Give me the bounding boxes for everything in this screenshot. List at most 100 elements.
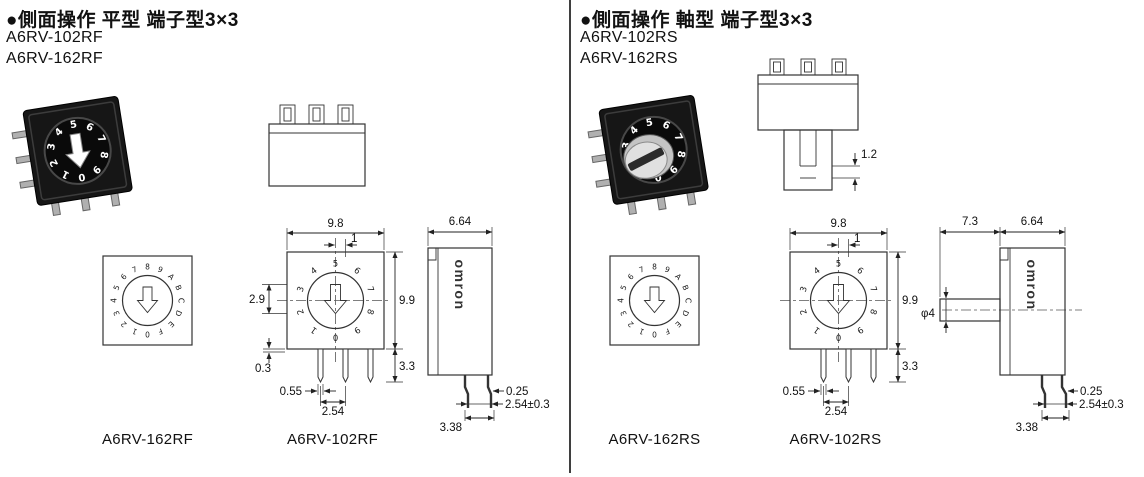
dial-char: E	[673, 319, 683, 329]
shaft	[783, 129, 833, 191]
dial-char: 6	[119, 272, 129, 282]
side-pin	[591, 153, 608, 164]
dial-char: 7	[131, 264, 139, 274]
dim-body-height: 9.9	[399, 295, 415, 307]
dial-char: 4	[617, 298, 626, 303]
dial-char: 7	[94, 134, 107, 145]
dim-side-width: 6.64	[449, 216, 472, 228]
flat-model-162: A6RV-162RF	[6, 50, 103, 67]
omron-logo: omron	[452, 259, 468, 310]
dial-char: D	[680, 309, 691, 318]
dim-pin-pitch: 2.54	[322, 406, 345, 418]
dial-char: 1	[131, 326, 139, 336]
dial-char: 3	[621, 141, 633, 150]
rotor-arrow-icon	[65, 132, 91, 169]
shaft-section-title: ●側面操作 軸型 端子型3×3	[580, 10, 813, 31]
shaft-side-view: omron 7.3 6.64 φ4 0.25 2.54±0.3 3.38	[921, 216, 1124, 434]
dial-char: 4	[110, 298, 119, 303]
terminal-pin	[342, 348, 349, 384]
dim-pin-offset: 1	[854, 233, 860, 245]
dial-char: 6	[84, 121, 95, 134]
dim-pin-width: 0.55	[280, 386, 302, 398]
section-divider	[569, 0, 571, 473]
dial-char: 8	[145, 263, 150, 272]
dial-char: 2	[799, 307, 810, 315]
dial-char: 0	[836, 332, 841, 342]
flat-top-view	[268, 104, 366, 187]
dim-pin-thickness: 0.25	[506, 386, 528, 398]
dial-char: 7	[867, 285, 878, 293]
dial-char: C	[177, 298, 186, 303]
side-pin	[15, 154, 32, 165]
dial-char: D	[173, 309, 184, 318]
dial-char: A	[673, 272, 684, 283]
dim-standoff: 0.3	[255, 363, 271, 375]
shaft-10pos-caption: A6RV-102RS	[789, 431, 882, 448]
dial-char: 9	[156, 265, 164, 275]
dial-char: 0	[77, 171, 86, 183]
dim-upper: 2.9	[249, 294, 265, 306]
terminal-tabs	[279, 104, 354, 125]
shaft-top-view: 1.2	[757, 58, 877, 191]
omron-logo: omron	[1024, 259, 1040, 310]
rotor-arrow-icon	[136, 286, 159, 314]
dim-pin-length: 3.3	[902, 361, 918, 373]
screwdriver-slot	[627, 147, 665, 171]
dial-char: 9	[663, 265, 671, 275]
dial-char: 8	[674, 150, 686, 159]
dim-pin-pitch: 2.54	[825, 406, 848, 418]
dim-body-height: 9.9	[902, 295, 918, 307]
dial-char: 6	[626, 272, 636, 282]
bent-pin	[1060, 375, 1068, 408]
dim-shaft-length: 7.3	[962, 216, 978, 228]
dim-row-span: 3.38	[440, 422, 462, 434]
dial-char: B	[680, 284, 690, 292]
shaft-model-102: A6RV-102RS	[580, 29, 678, 46]
dial-char: 5	[619, 284, 629, 292]
dial-char: 0	[333, 332, 338, 342]
dial-char: 1	[309, 324, 319, 335]
dim-row-pitch: 2.54±0.3	[1079, 399, 1124, 411]
rotor-arrow-icon	[323, 284, 348, 315]
side-pin	[587, 129, 604, 139]
bent-pin	[463, 375, 470, 408]
flat-section-title: ●側面操作 平型 端子型3×3	[6, 10, 239, 31]
dial-char: 4	[812, 266, 822, 277]
flat-16pos-caption: A6RV-162RF	[101, 431, 194, 448]
bent-pin	[486, 375, 493, 408]
dial-char: 3	[46, 142, 58, 151]
dial-char: 8	[97, 151, 109, 160]
side-pin	[19, 179, 36, 189]
dial-char: 5	[333, 260, 338, 270]
dial-char: 8	[652, 263, 657, 272]
dial-char: 6	[352, 266, 362, 277]
dial-char: 9	[855, 324, 865, 335]
dim-side-width: 6.64	[1021, 216, 1044, 228]
dial-char: 7	[364, 285, 375, 293]
dial-char: 8	[364, 307, 375, 315]
terminal-pin	[367, 348, 374, 384]
dial-char: 8	[867, 307, 878, 315]
terminal-tabs	[769, 58, 847, 76]
terminal-pin	[845, 348, 852, 384]
shaft	[939, 298, 1001, 322]
shaft-model-162: A6RV-162RS	[580, 50, 678, 67]
flat-side-view: omron 6.64 0.25 2.54±0.3 3.38	[427, 216, 550, 434]
dial-char: 3	[799, 285, 810, 293]
terminal-pin	[870, 348, 877, 384]
side-pin	[11, 130, 28, 140]
terminal-pin	[820, 348, 827, 384]
dial-char: E	[166, 319, 176, 329]
dial-char: 1	[60, 168, 71, 181]
dial-char: F	[157, 326, 164, 336]
dim-body-width: 9.8	[328, 218, 344, 230]
dial-char: 5	[836, 260, 841, 270]
rotor-arrow-icon	[643, 286, 666, 314]
